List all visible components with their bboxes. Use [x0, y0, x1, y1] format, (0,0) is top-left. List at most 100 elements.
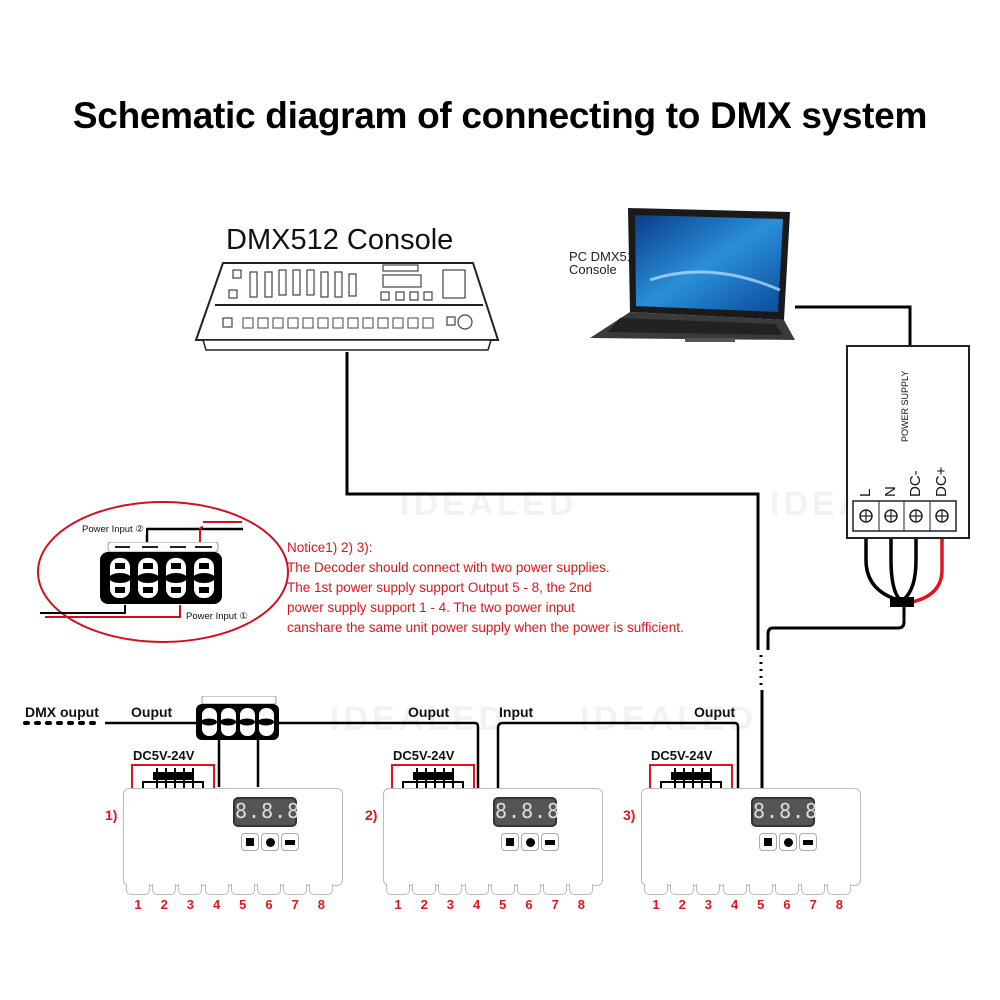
record-button[interactable]: [261, 833, 279, 851]
terminal-label-dc-plus: DC+: [933, 466, 950, 497]
port-number: 7: [809, 897, 817, 912]
wire-console-dmx: [345, 352, 760, 650]
output-port: [490, 884, 515, 895]
power-supply-label: POWER SUPPLY: [900, 370, 910, 442]
output-label-1: Ouput: [131, 704, 173, 720]
port-number: 7: [291, 897, 299, 912]
input-label-2: Input: [499, 704, 534, 720]
output-port: [178, 884, 203, 895]
minus-button[interactable]: [541, 833, 559, 851]
output-port: [412, 884, 437, 895]
output-label-3: Ouput: [694, 704, 736, 720]
decoder-index: 2): [365, 807, 378, 823]
dmx-console-icon: [194, 262, 500, 351]
watermark: IDEALED: [330, 700, 508, 738]
port-number: 2: [678, 897, 686, 912]
page-title: Schematic diagram of connecting to DMX s…: [72, 95, 928, 136]
wire-dc-plus: [911, 516, 944, 604]
console-title: DMX512 Console: [226, 224, 454, 256]
output-port: [670, 884, 695, 895]
terminal-label-n: N: [882, 486, 899, 497]
output-port: [569, 884, 594, 895]
minus-button[interactable]: [799, 833, 817, 851]
port-number: 6: [265, 897, 273, 912]
port-number: 2: [160, 897, 168, 912]
dmx-connector-icon: [196, 696, 279, 740]
output-port: [722, 884, 747, 895]
output-port: [775, 884, 799, 895]
output-port: [230, 884, 255, 895]
port-number: 8: [577, 897, 585, 912]
port-number: 4: [472, 897, 481, 912]
port-number: 7: [551, 897, 559, 912]
stop-button[interactable]: [241, 833, 259, 851]
port-number: 2: [420, 897, 428, 912]
output-port: [801, 884, 826, 895]
output-port: [644, 884, 668, 895]
output-port: [827, 884, 852, 895]
output-port: [126, 884, 150, 895]
port-number: 8: [835, 897, 843, 912]
output-port: [438, 884, 463, 895]
voltage-label: DC5V-24V: [133, 748, 195, 763]
output-port: [283, 884, 308, 895]
decoder-index: 3): [623, 807, 636, 823]
led-display: 8.8.8: [493, 797, 559, 827]
notice-text: Notice1) 2) 3): The Decoder should conne…: [287, 540, 684, 635]
output-port: [464, 884, 489, 895]
output-port: [696, 884, 721, 895]
power-input-2-label: Power Input ②: [80, 524, 146, 535]
output-port: [517, 884, 541, 895]
port-number: 1: [394, 897, 402, 912]
port-number: 5: [239, 897, 247, 912]
output-port: [257, 884, 281, 895]
wire-pc-to-ps: [795, 305, 912, 345]
output-port: [309, 884, 334, 895]
output-port: [748, 884, 773, 895]
output-label-2: Ouput: [408, 704, 450, 720]
port-number: 8: [317, 897, 325, 912]
wire-bundle-clamp: [890, 597, 914, 607]
port-number: 3: [446, 897, 454, 912]
port-number: 1: [652, 897, 660, 912]
power-terminal-icon: [402, 768, 464, 790]
port-number: 5: [757, 897, 765, 912]
output-port: [543, 884, 568, 895]
power-terminal-icon: [142, 768, 204, 790]
led-display: 8.8.8: [751, 797, 817, 827]
terminal-label-dc-minus: DC-: [907, 470, 924, 497]
record-button[interactable]: [521, 833, 539, 851]
power-terminal-icon: [660, 768, 722, 790]
led-display: 8.8.8: [233, 797, 299, 827]
inset-ellipse: [37, 501, 289, 643]
stop-button[interactable]: [501, 833, 519, 851]
port-number: 5: [499, 897, 507, 912]
watermark: IDEALED: [400, 485, 578, 523]
pc-console-label: PC DMX512 Console: [569, 249, 642, 277]
output-port: [152, 884, 177, 895]
output-port: [204, 884, 229, 895]
output-port: [386, 884, 410, 895]
port-number: 1: [134, 897, 142, 912]
terminal-label-l: L: [857, 488, 874, 497]
power-connector-icon: [100, 542, 222, 604]
voltage-label: DC5V-24V: [651, 748, 713, 763]
record-button[interactable]: [779, 833, 797, 851]
port-number: 3: [704, 897, 712, 912]
terminal-block: [852, 500, 957, 532]
minus-button[interactable]: [281, 833, 299, 851]
voltage-label: DC5V-24V: [393, 748, 455, 763]
power-input-1-label: Power Input ①: [184, 611, 250, 622]
port-number: 4: [212, 897, 221, 912]
port-number: 3: [186, 897, 194, 912]
watermark: IDEALED: [580, 700, 758, 738]
laptop-icon: [590, 208, 795, 342]
wire-ps-output: [766, 605, 906, 650]
port-number: 4: [730, 897, 739, 912]
decoder-index: 1): [105, 807, 118, 823]
port-number: 6: [525, 897, 533, 912]
port-number: 6: [783, 897, 791, 912]
stop-button[interactable]: [759, 833, 777, 851]
